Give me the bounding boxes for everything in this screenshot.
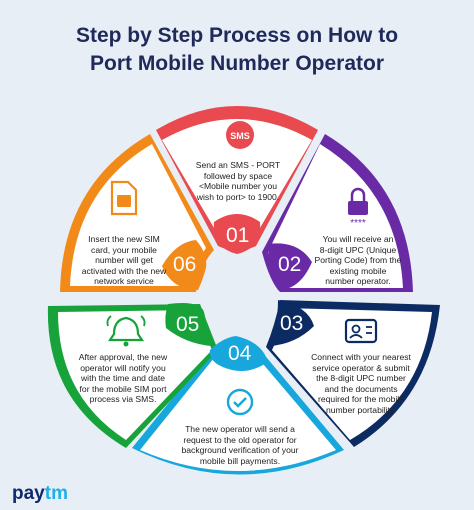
step-5-number: 05 bbox=[176, 313, 200, 336]
step-1-number-badge bbox=[213, 214, 261, 254]
step-3-number-badge bbox=[270, 300, 314, 346]
svg-text:SMS: SMS bbox=[230, 131, 250, 141]
check-circle-icon bbox=[226, 388, 254, 416]
bell-icon bbox=[106, 315, 146, 347]
page-title-line1: Step by Step Process on How to bbox=[75, 24, 399, 47]
step-1-petal bbox=[156, 106, 318, 251]
step-6-number-badge bbox=[162, 240, 207, 290]
step-2-number: 02 bbox=[278, 253, 302, 276]
step-2-number-badge bbox=[268, 243, 312, 290]
sms-icon: SMS bbox=[226, 121, 254, 149]
lock-icon: **** bbox=[348, 187, 368, 229]
step-4-number: 04 bbox=[228, 342, 252, 365]
step-4-number-badge bbox=[209, 336, 268, 371]
sim-card-icon bbox=[110, 180, 138, 216]
step-6-number: 06 bbox=[173, 253, 197, 276]
page-title-line2: Port Mobile Number Operator bbox=[89, 52, 385, 75]
step-3-petal bbox=[266, 300, 440, 447]
id-card-icon bbox=[344, 318, 378, 344]
svg-text:****: **** bbox=[350, 218, 366, 229]
step-5-number-badge bbox=[165, 303, 212, 346]
paytm-logo: paytm bbox=[12, 483, 68, 504]
step-1-number: 01 bbox=[226, 224, 250, 247]
step-5-petal bbox=[47, 304, 218, 448]
step-3-number: 03 bbox=[280, 312, 304, 335]
